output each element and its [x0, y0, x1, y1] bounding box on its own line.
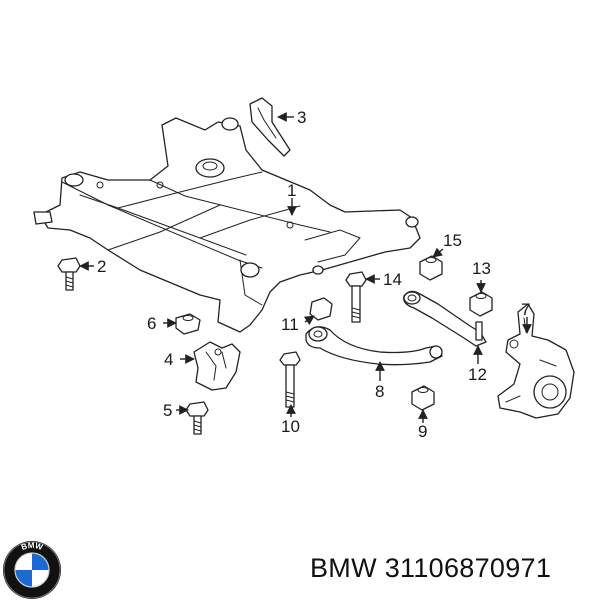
callout-2: 2 [97, 257, 106, 276]
nut-11-drawing [309, 297, 333, 321]
bolt-5-drawing [185, 401, 209, 435]
knuckle-7-drawing [497, 303, 575, 419]
part-number-caption: BMW 31106870971 [310, 553, 551, 584]
bolt-14-drawing [345, 271, 367, 323]
callout-3: 3 [297, 108, 306, 127]
callout-1: 1 [287, 181, 296, 200]
callout-12: 12 [468, 365, 487, 384]
bracket-drawing [249, 97, 291, 157]
nut-9-drawing [411, 385, 435, 411]
nut-15-drawing [419, 255, 443, 281]
callout-11: 11 [281, 315, 299, 334]
subframe-drawing [33, 117, 421, 333]
svg-text:BMW: BMW [20, 541, 44, 552]
bracket-4-drawing [193, 341, 241, 391]
part-number: 31106870971 [384, 553, 552, 583]
callout-10: 10 [281, 417, 300, 436]
callout-14: 14 [383, 270, 402, 289]
bolt-10-drawing [279, 351, 301, 408]
bmw-logo: BMW [3, 541, 61, 599]
callout-4: 4 [164, 350, 173, 369]
tension-strut-12-drawing [403, 290, 487, 347]
nut-13-drawing [469, 291, 493, 317]
callout-13: 13 [472, 259, 491, 278]
callout-9: 9 [418, 422, 427, 441]
nut-6-drawing [175, 313, 201, 335]
callout-6: 6 [147, 314, 156, 333]
leader-lines [79, 112, 532, 423]
control-arm-8-drawing [305, 326, 443, 366]
brand-name: BMW [310, 553, 377, 583]
callout-15: 15 [443, 231, 462, 250]
callout-7: 7 [521, 300, 530, 319]
bolt-2-drawing [57, 257, 81, 291]
callout-labels: 1 2 3 4 5 6 7 8 9 10 11 12 13 14 15 [97, 108, 530, 441]
callout-8: 8 [375, 382, 384, 401]
callout-5: 5 [163, 401, 172, 420]
